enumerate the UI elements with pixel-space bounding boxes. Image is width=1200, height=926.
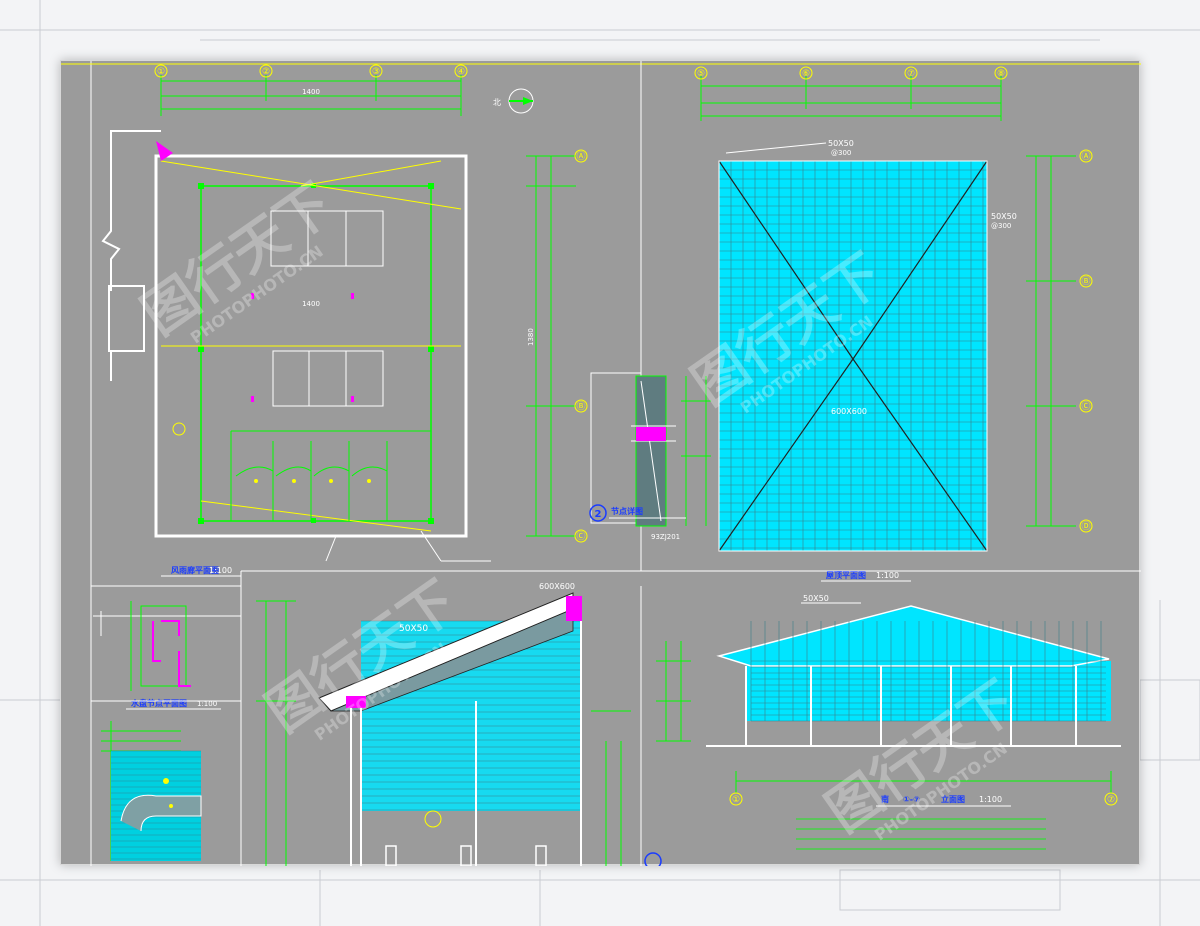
roof-grid-mark-b: Ⓑ — [1081, 276, 1090, 287]
grid-mark-b: Ⓑ — [576, 401, 585, 412]
floor-plan: ① ② ③ ④ 1400 北 — [101, 64, 588, 577]
elev-grid-mark-1: ① — [732, 795, 740, 805]
grid-mark-1: ① — [157, 67, 165, 77]
plan-title: 风雨廊平面图 — [171, 565, 219, 575]
small-detail-scale: 1:100 — [197, 700, 217, 708]
roof-title: 屋顶平面图 — [826, 570, 866, 580]
roof-panel-label: 600X600 — [831, 407, 867, 416]
node-title: 节点详图 — [611, 506, 643, 516]
grid-mark-2: ② — [262, 67, 270, 77]
elevation-ref: ①-⑦ — [903, 795, 920, 804]
roof-grid-mark-a: Ⓐ — [1081, 151, 1090, 162]
cad-drawing-sheet: ① ② ③ ④ 1400 北 — [60, 60, 1141, 866]
elevation-scale: 1:100 — [979, 795, 1002, 804]
node-number: 2 — [595, 509, 602, 520]
elevation-view: ① ⑦ 50X50 南 ①-⑦ 立面图 1:100 — [656, 594, 1121, 850]
grid-mark-c: Ⓒ — [576, 531, 585, 542]
node-detail: 2 节点详图 93ZJ201 — [589, 372, 711, 541]
roof-grid-mark-d: Ⓓ — [1081, 521, 1090, 532]
roof-spacing-side-label: @300 — [991, 222, 1011, 230]
elev-grid-mark-7: ⑦ — [1107, 795, 1115, 805]
elevation-title: 立面图 — [941, 794, 965, 804]
plan-grid-bubbles — [154, 64, 468, 78]
roof-grid-mark-c: Ⓒ — [1081, 401, 1090, 412]
elev-member-label: 50X50 — [803, 594, 829, 603]
roof-grid-mark-5: ⑤ — [697, 69, 705, 79]
section-panel-label: 600X600 — [539, 582, 575, 591]
north-arrow-icon — [508, 88, 534, 114]
plan-table-lower — [272, 350, 384, 407]
grid-mark-4: ④ — [457, 67, 465, 77]
plan-table-upper — [270, 210, 384, 267]
plan-overall-dim: 1400 — [302, 88, 320, 96]
roof-plan: ⑤ ⑥ ⑦ ⑧ Ⓐ Ⓑ Ⓒ Ⓓ 50X50 @300 — [694, 66, 1093, 582]
section-member-label: 50X50 — [399, 624, 428, 634]
roof-grid-mark-7: ⑦ — [907, 69, 915, 79]
roof-member-label: 50X50 — [828, 139, 854, 148]
roof-grid-mark-6: ⑥ — [802, 69, 810, 79]
north-label: 北 — [493, 98, 501, 107]
roof-member-side-label: 50X50 — [991, 212, 1017, 221]
section-view: 600X600 50X50 — [256, 582, 662, 866]
plan-side-dim: 1380 — [527, 328, 535, 346]
cad-drawing: ① ② ③ ④ 1400 北 — [61, 61, 1141, 866]
small-detail-plan: 水盘节点平面图 1:100 — [91, 601, 241, 861]
roof-spacing-label: @300 — [831, 149, 851, 157]
grid-mark-a: Ⓐ — [576, 151, 585, 162]
small-detail-title: 水盘节点平面图 — [130, 698, 187, 708]
roof-scale: 1:100 — [876, 571, 899, 580]
plan-scale: 1:100 — [209, 566, 232, 575]
roof-grid-mark-8: ⑧ — [997, 69, 1005, 79]
grid-mark-3: ③ — [372, 67, 380, 77]
elevation-prefix: 南 — [881, 794, 889, 804]
plan-inner-dim: 1400 — [302, 300, 320, 308]
node-drawing-code: 93ZJ201 — [651, 533, 680, 541]
